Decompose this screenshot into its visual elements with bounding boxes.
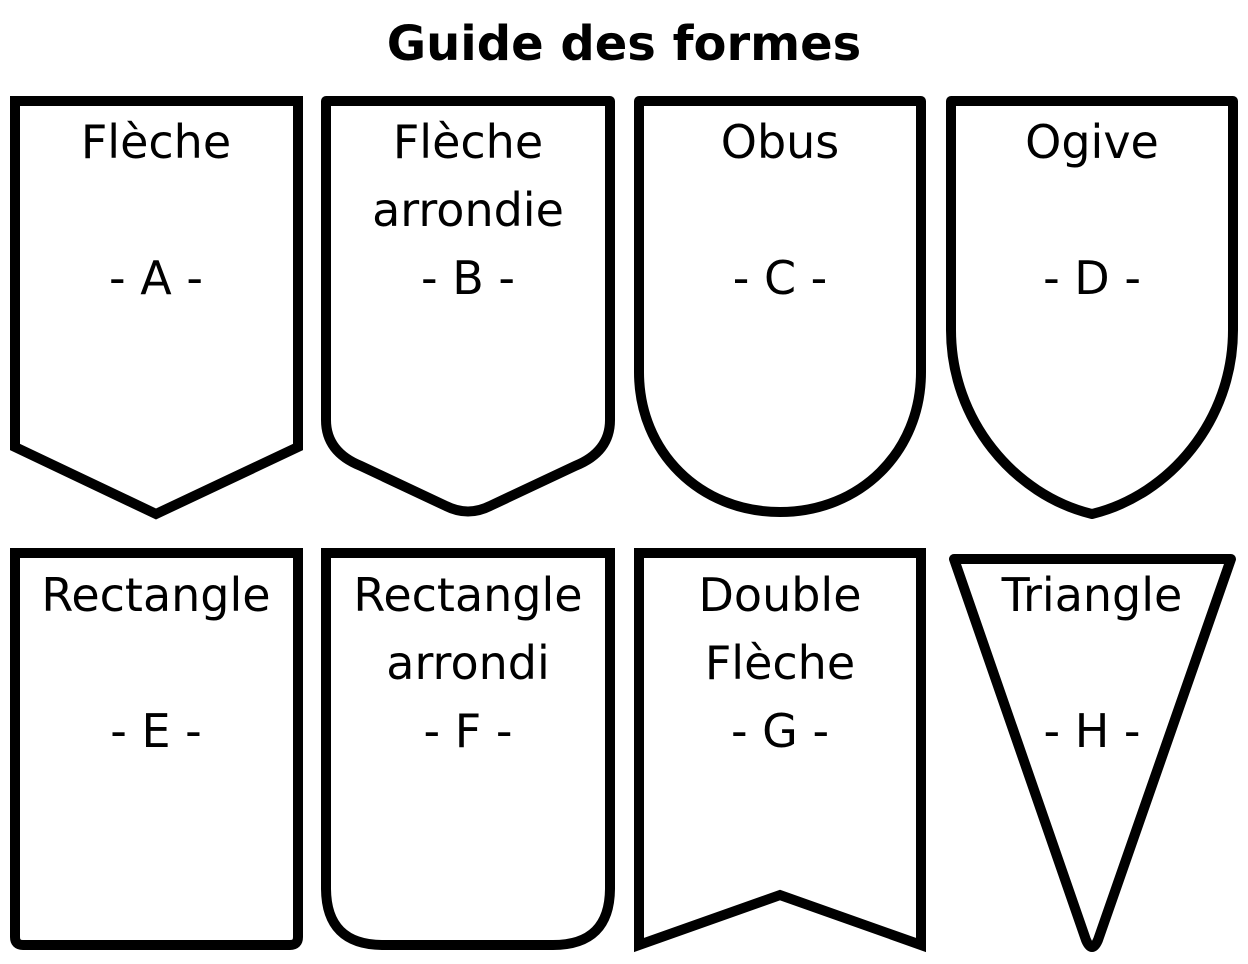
shape-fleche: Flèche - A - — [10, 96, 303, 520]
shape-label: Flèche — [81, 115, 231, 169]
shape-letter: - C - — [733, 251, 828, 305]
shape-letter: - A - — [109, 251, 203, 305]
shape-label: Ogive — [1025, 115, 1159, 169]
shape-rectangle-arrondi: Rectangle arrondi - F - — [321, 548, 615, 950]
shape-letter: - G - — [731, 704, 829, 758]
shape-label: Double — [699, 568, 862, 622]
shape-letter: - E - — [110, 704, 202, 758]
shape-obus: Obus - C - — [634, 96, 926, 517]
shape-label: arrondi — [386, 636, 549, 690]
shape-double-fleche: Double Flèche - G - — [634, 548, 926, 953]
shape-letter: - D - — [1043, 251, 1141, 305]
shape-fleche-arrondie: Flèche arrondie - B - — [321, 96, 615, 517]
shape-label: Flèche — [393, 115, 543, 169]
shape-letter: - H - — [1043, 704, 1140, 758]
shape-rectangle: Rectangle - E - — [10, 548, 303, 950]
shape-label: arrondie — [372, 183, 564, 237]
shape-label: Triangle — [1001, 568, 1183, 622]
shape-ogive: Ogive - D - — [946, 96, 1238, 519]
shape-label: Obus — [721, 115, 840, 169]
shape-label: Rectangle — [353, 568, 582, 622]
shape-label: Rectangle — [41, 568, 270, 622]
title: Guide des formes — [387, 16, 862, 72]
shape-letter: - B - — [421, 251, 515, 305]
shape-label: Flèche — [705, 636, 855, 690]
shape-triangle: Triangle - H - — [949, 554, 1236, 952]
shape-letter: - F - — [424, 704, 513, 758]
